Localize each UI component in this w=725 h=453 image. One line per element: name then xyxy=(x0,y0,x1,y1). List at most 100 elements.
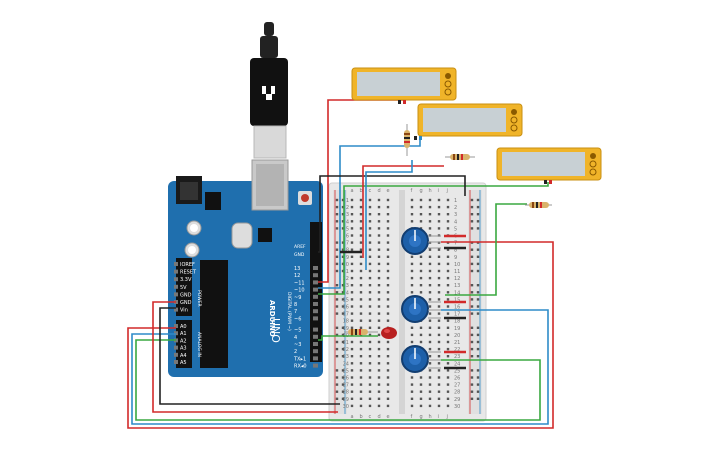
breadboard-hole[interactable] xyxy=(377,284,381,287)
breadboard-hole[interactable] xyxy=(377,326,381,329)
rail-hole[interactable] xyxy=(341,383,345,386)
breadboard-hole[interactable] xyxy=(410,255,414,258)
rail-hole[interactable] xyxy=(470,347,474,351)
breadboard-hole[interactable] xyxy=(419,205,423,209)
breadboard-hole[interactable] xyxy=(359,234,363,237)
digital-pin[interactable] xyxy=(313,280,318,285)
rail-hole[interactable] xyxy=(470,305,474,308)
rail-hole[interactable] xyxy=(470,376,474,379)
breadboard-hole[interactable] xyxy=(359,298,363,301)
rail-hole[interactable] xyxy=(341,213,345,216)
breadboard-hole[interactable] xyxy=(368,234,372,237)
rail-hole[interactable] xyxy=(476,255,480,258)
breadboard-hole[interactable] xyxy=(428,312,432,315)
rail-hole[interactable] xyxy=(476,333,480,337)
breadboard-hole[interactable] xyxy=(386,404,390,408)
digital-pin[interactable] xyxy=(313,327,318,332)
breadboard-hole[interactable] xyxy=(437,326,441,329)
breadboard-hole[interactable] xyxy=(428,376,432,379)
rail-hole[interactable] xyxy=(476,369,480,372)
lcd2-button-b-icon[interactable] xyxy=(510,116,518,124)
breadboard-hole[interactable] xyxy=(350,284,354,287)
digital-pin[interactable] xyxy=(313,356,318,361)
breadboard-hole[interactable] xyxy=(446,255,450,258)
breadboard-hole[interactable] xyxy=(368,383,372,386)
breadboard-hole[interactable] xyxy=(359,248,363,251)
breadboard-hole[interactable] xyxy=(377,234,381,237)
breadboard-hole[interactable] xyxy=(446,198,450,202)
rail-hole[interactable] xyxy=(470,213,474,216)
breadboard-hole[interactable] xyxy=(377,262,381,266)
resistor-led[interactable] xyxy=(344,329,378,335)
breadboard-hole[interactable] xyxy=(446,397,450,400)
breadboard-hole[interactable] xyxy=(377,227,381,230)
digital-pin[interactable] xyxy=(313,363,318,368)
lcd-display-2[interactable] xyxy=(414,103,523,140)
breadboard-hole[interactable] xyxy=(377,362,381,365)
breadboard-hole[interactable] xyxy=(377,333,381,337)
rail-hole[interactable] xyxy=(476,305,480,308)
breadboard-hole[interactable] xyxy=(428,397,432,400)
breadboard-hole[interactable] xyxy=(359,227,363,230)
rail-hole[interactable] xyxy=(341,305,345,308)
breadboard-hole[interactable] xyxy=(410,269,414,273)
rail-hole[interactable] xyxy=(470,220,474,223)
breadboard-hole[interactable] xyxy=(350,347,354,351)
breadboard-hole[interactable] xyxy=(428,362,432,365)
led-red[interactable] xyxy=(381,327,397,339)
lcd-display-3[interactable] xyxy=(496,147,602,184)
breadboard-hole[interactable] xyxy=(386,241,390,244)
breadboard-hole[interactable] xyxy=(410,276,414,280)
rail-hole[interactable] xyxy=(476,291,480,294)
breadboard-hole[interactable] xyxy=(359,276,363,280)
breadboard-hole[interactable] xyxy=(368,305,372,308)
breadboard-hole[interactable] xyxy=(377,404,381,408)
breadboard-hole[interactable] xyxy=(350,404,354,408)
breadboard-hole[interactable] xyxy=(428,198,432,202)
breadboard-hole[interactable] xyxy=(359,347,363,351)
breadboard-hole[interactable] xyxy=(419,390,423,393)
breadboard-hole[interactable] xyxy=(428,220,432,223)
breadboard-hole[interactable] xyxy=(350,255,354,258)
breadboard-hole[interactable] xyxy=(377,347,381,351)
breadboard-hole[interactable] xyxy=(428,383,432,386)
breadboard-hole[interactable] xyxy=(428,291,432,294)
breadboard-hole[interactable] xyxy=(368,404,372,408)
resistor-vertical[interactable] xyxy=(404,124,410,156)
breadboard-hole[interactable] xyxy=(368,347,372,351)
breadboard-hole[interactable] xyxy=(437,404,441,408)
breadboard-hole[interactable] xyxy=(377,291,381,294)
breadboard-hole[interactable] xyxy=(437,340,441,344)
rail-hole[interactable] xyxy=(335,262,339,266)
breadboard-hole[interactable] xyxy=(410,404,414,408)
power-pin[interactable] xyxy=(174,277,178,282)
rail-hole[interactable] xyxy=(470,227,474,230)
rail-hole[interactable] xyxy=(476,262,480,266)
rail-hole[interactable] xyxy=(470,198,474,202)
breadboard-hole[interactable] xyxy=(419,326,423,329)
rail-hole[interactable] xyxy=(335,213,339,216)
breadboard-hole[interactable] xyxy=(377,298,381,301)
breadboard-hole[interactable] xyxy=(419,340,423,344)
breadboard-hole[interactable] xyxy=(368,397,372,400)
breadboard-hole[interactable] xyxy=(377,312,381,315)
breadboard-hole[interactable] xyxy=(437,397,441,400)
breadboard-hole[interactable] xyxy=(446,276,450,280)
breadboard-hole[interactable] xyxy=(437,220,441,223)
breadboard-hole[interactable] xyxy=(410,383,414,386)
breadboard-hole[interactable] xyxy=(437,333,441,337)
breadboard-hole[interactable] xyxy=(386,319,390,322)
power-pin[interactable] xyxy=(174,292,178,297)
breadboard-hole[interactable] xyxy=(359,198,363,202)
breadboard-hole[interactable] xyxy=(446,326,450,329)
rail-hole[interactable] xyxy=(335,347,339,351)
lcd1-button-b-icon[interactable] xyxy=(444,80,452,88)
breadboard-hole[interactable] xyxy=(377,213,381,216)
breadboard-hole[interactable] xyxy=(428,205,432,209)
rail-hole[interactable] xyxy=(335,369,339,372)
rail-hole[interactable] xyxy=(335,241,339,244)
rail-hole[interactable] xyxy=(476,340,480,344)
breadboard-hole[interactable] xyxy=(437,262,441,266)
breadboard-hole[interactable] xyxy=(368,198,372,202)
breadboard-hole[interactable] xyxy=(419,255,423,258)
